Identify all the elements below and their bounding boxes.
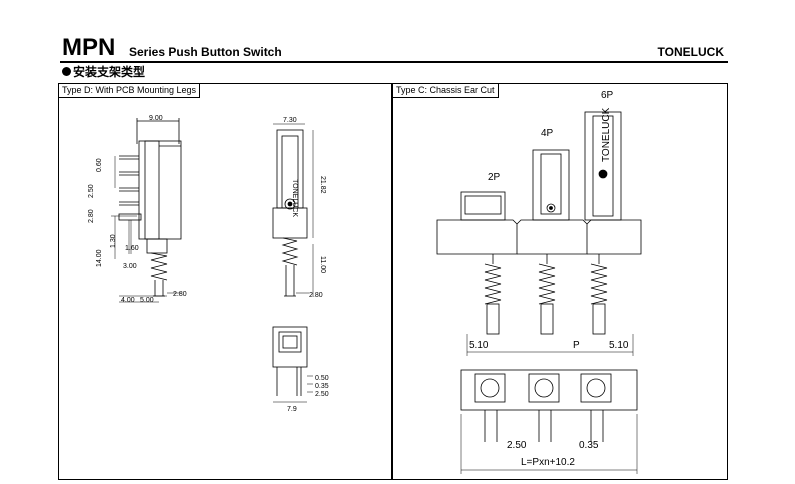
dim-0-35: 0.35 [315,383,329,390]
chassis-bottom-view [460,369,638,474]
dim-4-00: 4.00 [121,297,135,304]
dim-14-00: 14.00 [96,249,103,267]
series-subtitle: Series Push Button Switch [129,45,282,59]
logo-text-6p: TONELUCK [601,107,612,162]
brand-title: MPN [62,34,116,61]
dim-7-30: 7.30 [283,117,297,124]
dim-7-9: 7.9 [287,406,297,413]
dim-11-00: 11.00 [319,256,326,273]
dim-9-00: 9.00 [149,115,163,122]
dim-0-35: 0.35 [579,440,599,451]
panel-type-d: 9.00 0.60 2.50 2.80 1.30 1.60 14.00 3.00… [58,83,392,480]
label-4p: 4P [541,128,554,139]
dim-2-50-b: 2.50 [315,391,329,398]
type-c-drawing: 2P 4P 6P TONELUCK 5.10 P 5.10 2.50 0.35 … [436,90,642,474]
dim-0-60: 0.60 [96,158,103,172]
dim-5-10-a: 5.10 [469,340,489,351]
dim-p: P [573,340,580,351]
chassis-front-view [436,111,642,356]
dim-2-80-vertical: 2.80 [88,209,95,223]
dim-1-30: 1.30 [110,234,117,248]
dim-21-82: 21.82 [319,176,326,194]
dim-2-50: 2.50 [507,440,527,451]
dim-2-80-b: 2.80 [309,292,323,299]
dim-5-10-b: 5.10 [609,340,629,351]
section-title: 安装支架类型 [62,65,145,79]
dim-formula: L=Pxn+10.2 [521,457,575,468]
dim-5-00: 5.00 [140,297,154,304]
header-rule [60,61,728,63]
panel-type-c-label: Type C: Chassis Ear Cut [393,84,499,98]
bullet-icon [62,67,71,76]
type-d-drawing: 9.00 0.60 2.50 2.80 1.30 1.60 14.00 3.00… [88,115,329,413]
label-2p: 2P [488,172,501,183]
panel-type-d-label: Type D: With PCB Mounting Legs [59,84,201,98]
dim-1-60: 1.60 [125,245,139,252]
dim-2-50: 2.50 [88,184,95,198]
panel-type-c: 2P 4P 6P TONELUCK 5.10 P 5.10 2.50 0.35 … [392,83,728,480]
company-name: TONELUCK [657,45,724,59]
dim-2-80-a: 2.80 [173,291,187,298]
page-header: MPN Series Push Button Switch TONELUCK [62,36,724,60]
dim-0-50: 0.50 [315,375,329,382]
section-title-text: 安装支架类型 [73,65,146,79]
front-view [272,123,314,297]
logo-text-front: TONELUCK [291,179,298,217]
side-view [111,118,182,303]
label-6p: 6P [601,90,614,101]
dim-3-00: 3.00 [123,263,137,270]
bottom-view [272,326,313,403]
